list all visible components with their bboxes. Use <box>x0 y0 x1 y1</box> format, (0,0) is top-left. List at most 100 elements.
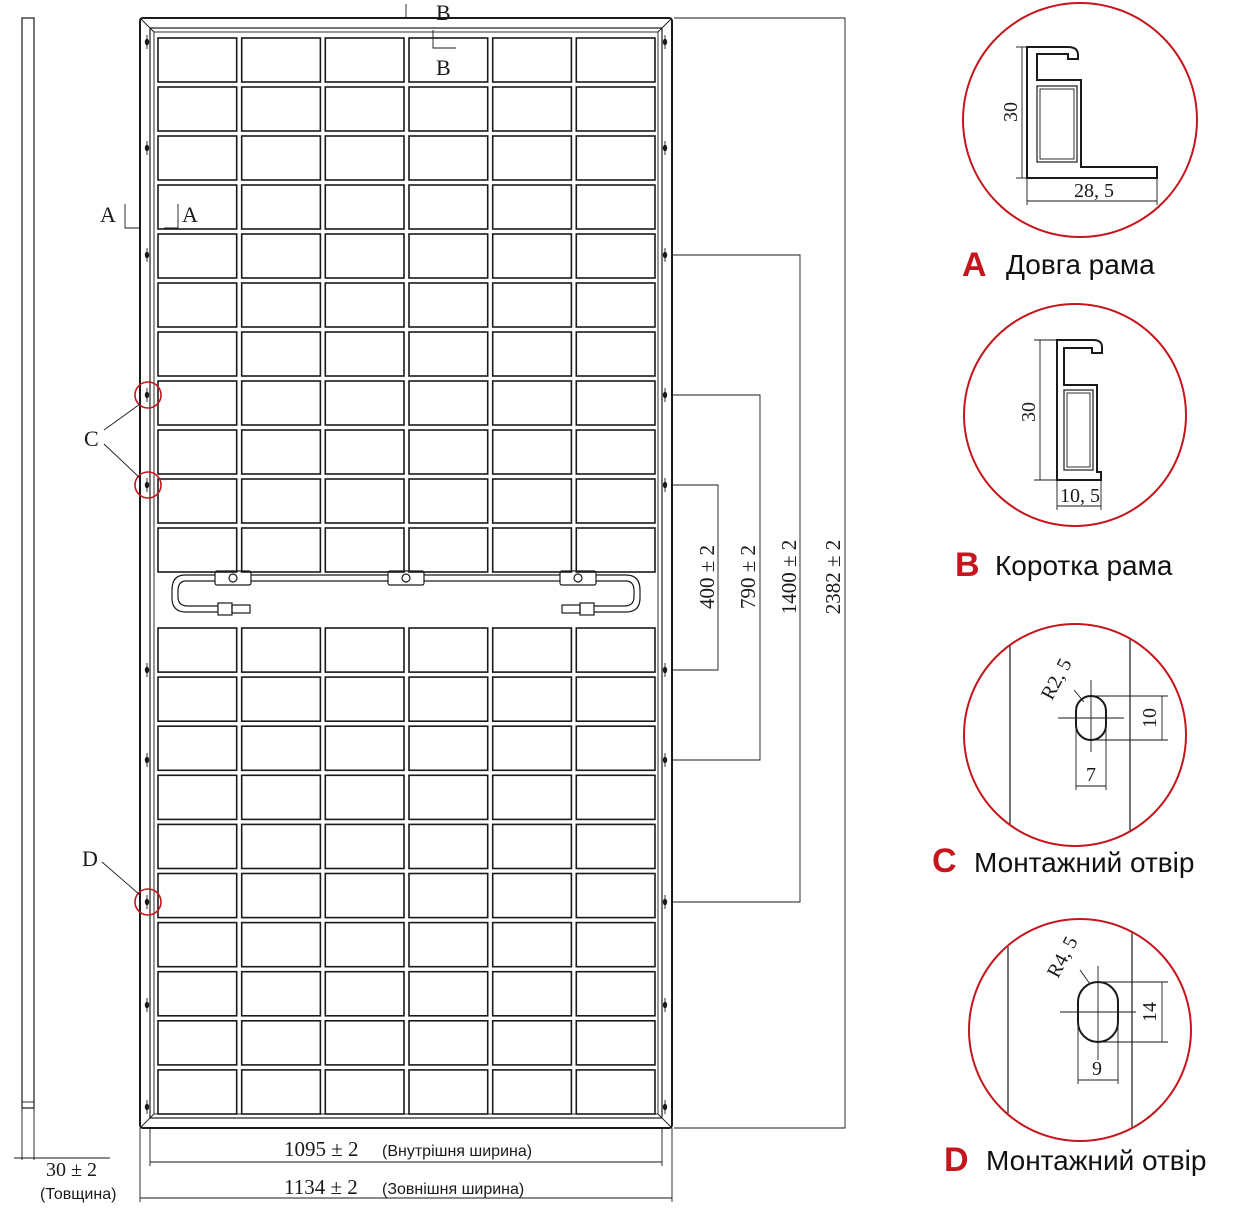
solar-cell <box>240 527 322 573</box>
solar-cell <box>491 970 573 1017</box>
side-view-frame <box>21 17 35 1109</box>
solar-cell <box>575 627 656 673</box>
solar-cell <box>408 86 489 132</box>
mounting-hole <box>144 663 150 677</box>
solar-cell <box>408 774 489 821</box>
thickness-value: 30 ± 2 <box>46 1159 97 1181</box>
solar-cell <box>324 331 405 377</box>
solar-cell <box>491 872 573 919</box>
solar-cell <box>157 1019 238 1066</box>
solar-cell <box>157 676 238 722</box>
mounting-hole <box>662 248 668 262</box>
solar-cell <box>491 1069 573 1115</box>
solar-cell <box>575 86 656 132</box>
solar-cell <box>157 627 238 673</box>
solar-cell <box>491 380 573 426</box>
solar-cell <box>491 331 573 377</box>
solar-cell <box>324 86 405 132</box>
solar-cell <box>575 1019 656 1066</box>
solar-cell <box>324 676 405 722</box>
solar-cell <box>240 331 322 377</box>
mounting-hole <box>144 478 150 492</box>
solar-cell <box>408 37 489 83</box>
detail-d: 14 9 R4, 5 <box>968 918 1192 1142</box>
mounting-hole <box>144 141 150 155</box>
solar-cell <box>240 478 322 524</box>
detail-a-width: 28, 5 <box>1074 180 1114 202</box>
solar-cell <box>157 331 238 377</box>
solar-cell <box>157 527 238 573</box>
height-dimensions: 400 ± 2 790 ± 2 1400 ± 2 2382 ± 2 <box>672 17 846 1129</box>
mounting-hole <box>144 895 150 909</box>
solar-cell <box>491 725 573 772</box>
detail-a-letter: A <box>962 246 987 284</box>
mounting-hole <box>144 1100 150 1114</box>
mounting-hole <box>144 248 150 262</box>
solar-cell <box>157 135 238 181</box>
solar-cell <box>408 331 489 377</box>
solar-cell <box>324 970 405 1017</box>
solar-cell <box>491 823 573 870</box>
detail-c-title: Монтажний отвір <box>974 847 1194 878</box>
detail-b-width: 10, 5 <box>1060 485 1100 507</box>
junction-box-right <box>559 570 597 586</box>
solar-cell <box>324 184 405 230</box>
junction-box-left <box>214 570 252 586</box>
solar-cell <box>575 135 656 181</box>
solar-cell <box>240 970 322 1017</box>
detail-d-height: 14 <box>1139 1002 1161 1022</box>
solar-cell <box>491 135 573 181</box>
solar-cell <box>240 725 322 772</box>
long-frame-profile <box>1026 46 1158 179</box>
mounting-hole <box>662 895 668 909</box>
section-b-bottom: B <box>436 55 451 80</box>
solar-cell <box>491 282 573 328</box>
solar-cell <box>575 823 656 870</box>
solar-cell <box>575 37 656 83</box>
callout-d: D <box>82 846 162 916</box>
callout-c-label: C <box>84 426 99 451</box>
detail-c-width: 7 <box>1086 764 1096 786</box>
callout-c-ring-upper <box>134 381 162 409</box>
solar-cell <box>157 1069 238 1115</box>
solar-cell <box>491 478 573 524</box>
width-dimensions: 1095 ± 2 (Внутрішня ширина) 1134 ± 2 (Зо… <box>139 1128 673 1202</box>
solar-cell <box>157 86 238 132</box>
solar-cell <box>575 872 656 919</box>
cable-left <box>171 574 218 613</box>
solar-cell <box>491 86 573 132</box>
section-mark-a: A A <box>100 202 198 229</box>
solar-cell <box>324 233 405 279</box>
solar-cell <box>408 184 489 230</box>
solar-cell <box>324 527 405 573</box>
solar-cell <box>240 1019 322 1066</box>
solar-cell <box>408 823 489 870</box>
solar-cell <box>157 233 238 279</box>
solar-cell <box>240 380 322 426</box>
callout-c-ring-lower <box>134 471 162 499</box>
solar-cell <box>157 872 238 919</box>
callout-d-ring <box>134 888 162 916</box>
solar-cell <box>240 184 322 230</box>
dim-2382-line <box>674 17 846 1129</box>
solar-cell <box>324 627 405 673</box>
solar-cell <box>157 184 238 230</box>
solar-cell <box>408 921 489 968</box>
section-a-right: A <box>182 202 198 227</box>
detail-b-height: 30 <box>1018 402 1040 422</box>
solar-cell <box>575 676 656 722</box>
solar-cell <box>324 921 405 968</box>
solar-cell <box>240 921 322 968</box>
section-b-top: B <box>436 0 451 25</box>
solar-cell <box>408 725 489 772</box>
solar-cell <box>157 970 238 1017</box>
mounting-hole <box>662 35 668 49</box>
outer-width-value: 1134 ± 2 <box>284 1175 358 1199</box>
detail-a: 30 28, 5 <box>962 2 1198 238</box>
dim-790-line <box>672 394 761 761</box>
junction-box-wiring <box>158 570 655 626</box>
solar-cell <box>324 478 405 524</box>
mounting-hole <box>662 753 668 767</box>
detail-b-title: Коротка рама <box>995 550 1173 581</box>
solar-cell <box>240 872 322 919</box>
